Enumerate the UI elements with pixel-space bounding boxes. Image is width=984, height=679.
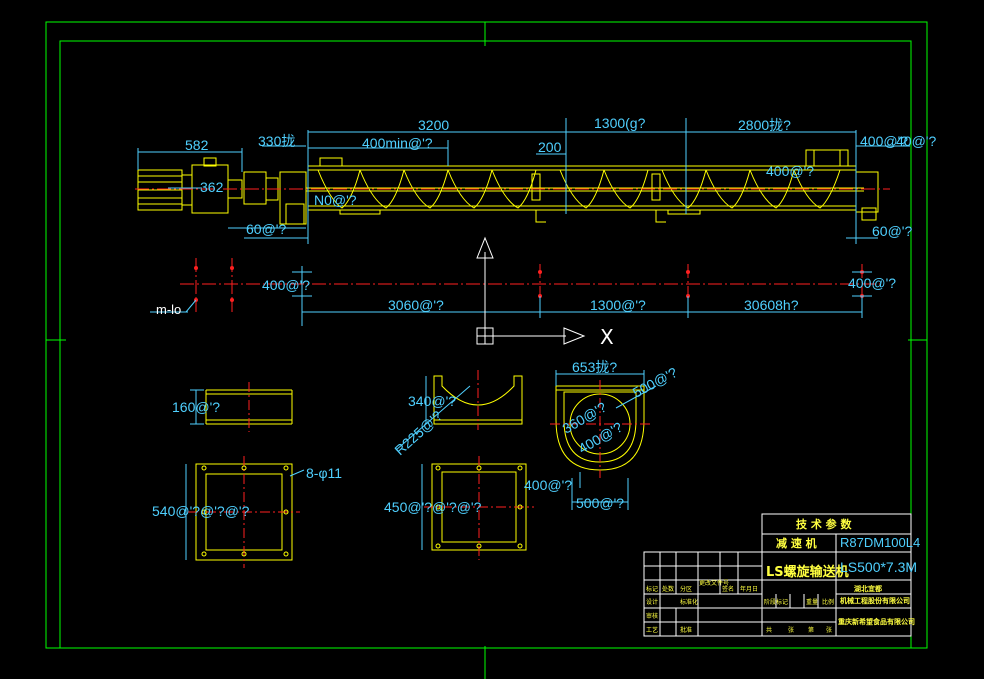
conveyor-elevation xyxy=(137,149,879,225)
drawing-frame xyxy=(45,21,928,679)
dim-R225: R225@'? xyxy=(391,407,445,458)
dim-plan-1300: 1300@'? xyxy=(590,297,646,313)
screw-flight xyxy=(317,169,841,209)
dim-plan-400-right: 400@'? xyxy=(848,275,896,291)
tb-row-count: 处数 xyxy=(662,585,674,593)
dim-3060: 3060@'? xyxy=(388,297,444,313)
dim-flange-right: 450@'?@'?@'? xyxy=(384,499,482,515)
dim-400-bottom: 400@'? xyxy=(524,477,572,493)
tb-review: 审核 xyxy=(646,612,658,620)
tb-reducer-label: 减 速 机 xyxy=(776,536,817,550)
tb-scale: 比例 xyxy=(822,598,834,606)
tb-approve: 批准 xyxy=(680,626,692,634)
tb-product-name: LS螺旋输送机 xyxy=(766,564,849,580)
dim-400-inner: 400@'? xyxy=(766,163,814,179)
dim-400min: 400min@'? xyxy=(362,135,433,151)
tb-sheet-unit1: 张 xyxy=(788,626,794,634)
tb-company1: 湖北宜都 xyxy=(854,584,882,593)
dim-60-right: 60@'? xyxy=(872,223,912,239)
dim-40-right: 40@'? xyxy=(896,133,936,149)
plan-dimension-lines xyxy=(150,266,872,326)
tb-row-change: 更改文件号 xyxy=(699,579,729,587)
tb-sheet-total: 共 xyxy=(766,626,772,634)
tb-sheet-no: 第 xyxy=(808,626,814,634)
tb-sheet-unit2: 张 xyxy=(826,626,832,634)
dim-653: 653拢? xyxy=(572,359,617,375)
dim-plan-400-left: 400@'? xyxy=(262,277,310,293)
tb-stage: 阶段标记 xyxy=(764,598,788,606)
dim-500-bottom: 500@'? xyxy=(576,495,624,511)
label-m-lo: m-lo xyxy=(156,302,181,317)
ucs-axis-icon xyxy=(476,236,586,345)
top-dimension-lines xyxy=(137,118,910,244)
dim-330: 330拢 xyxy=(258,133,295,149)
tb-row-date: 年月日 xyxy=(740,585,758,593)
tb-standard: 标准化 xyxy=(680,598,698,606)
tb-process: 工艺 xyxy=(646,626,658,634)
dim-400-right: 400@'? xyxy=(860,133,908,149)
tb-row-mark: 标记 xyxy=(646,585,658,593)
dim-2800: 2800拢? xyxy=(738,117,791,133)
tb-row-zone: 分区 xyxy=(680,585,692,593)
coupling xyxy=(243,171,267,205)
dim-flange-left: 540@'?@'?@'? xyxy=(152,503,250,519)
dim-60-left: 60@'? xyxy=(246,221,286,237)
tb-row-sign: 签名 xyxy=(722,585,734,593)
dim-30608: 30608h? xyxy=(744,297,799,313)
dim-N0: N0@'? xyxy=(314,192,357,208)
dim-3200: 3200 xyxy=(418,117,449,133)
tb-company2: 机械工程股份有限公司 xyxy=(840,596,910,605)
dim-582: 582 xyxy=(185,137,209,153)
dim-200: 200 xyxy=(538,139,562,155)
dim-340: 340@'? xyxy=(408,393,456,409)
dim-500-r: 500@'? xyxy=(630,364,680,401)
title-block xyxy=(643,513,912,637)
tb-product-model: LS500*7.3M xyxy=(840,559,917,575)
dim-160: 160@'? xyxy=(172,399,220,415)
tb-tech-params: 技 术 参 数 xyxy=(796,517,852,531)
tb-client: 重庆新希望食品有限公司 xyxy=(838,617,915,626)
dim-1300g: 1300(g? xyxy=(594,115,646,131)
dim-362: 362 xyxy=(200,179,224,195)
axis-x-label: X xyxy=(600,325,614,349)
tb-reducer-model: R87DM100L4 xyxy=(840,535,920,550)
tb-design: 设计 xyxy=(646,598,658,606)
tb-weight: 重量 xyxy=(806,598,818,606)
label-holes: 8-φ11 xyxy=(306,465,342,481)
